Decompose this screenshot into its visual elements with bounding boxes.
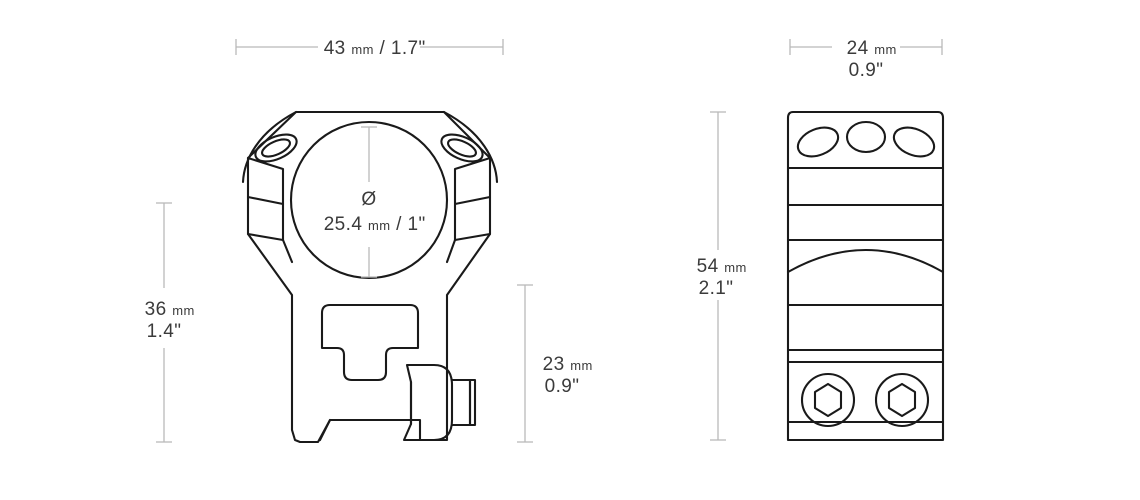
dim-front-width-unit: mm [351, 42, 373, 57]
dim-side-length-unit: mm [724, 260, 746, 275]
right-chamfer-lower-edge [445, 238, 457, 264]
dim-base-height-value: 23 [543, 354, 565, 375]
dim-height-label-metric: 36 mm [105, 299, 223, 320]
diameter-symbol: Ø [361, 189, 376, 210]
dim-side-width-label-metric: 24 mm [807, 38, 925, 59]
front-view [241, 110, 499, 444]
dim-base-height-label-imperial: 0.9" [545, 376, 580, 397]
side-view [786, 110, 945, 442]
dim-side-width-unit: mm [874, 42, 896, 57]
right-screw-recess-outer [440, 133, 484, 163]
hex-screw-right-outer [874, 372, 930, 428]
dim-bore-sep: / [390, 214, 407, 235]
dim-side-width-value: 24 [847, 38, 869, 59]
side-oval-center [845, 120, 887, 154]
dim-side-length-label-metric: 54 mm [657, 256, 775, 277]
dim-bore-imperial: 1" [408, 214, 426, 235]
dim-base-height-label-metric: 23 mm [503, 354, 621, 375]
dimension-labels: 43 mm / 1.7" Ø 25.4 mm / 1" 36 mm 1.4" 2… [105, 38, 925, 397]
left-chamfer-divider [246, 195, 285, 206]
dim-front-width-imperial: 1.7" [391, 38, 426, 59]
side-oval-left [796, 126, 840, 158]
dim-side-length-value: 54 [697, 256, 719, 277]
dim-bore-value: 25.4 [324, 214, 363, 235]
ring-wall-arc-left [241, 110, 298, 184]
bore-arc [786, 248, 945, 274]
dim-side-length-label-imperial: 2.1" [699, 278, 734, 299]
hex-screw-left-outer [800, 372, 856, 428]
clamp-nut-face [468, 378, 477, 427]
dim-height-unit: mm [172, 303, 194, 318]
hex-screw-right-socket [887, 382, 917, 418]
dim-front-width-value: 43 [324, 38, 346, 59]
side-oval-right [892, 126, 936, 158]
dovetail-notch [318, 418, 332, 442]
ring-wall-arc-right [442, 110, 499, 184]
clamp-lever-block [402, 363, 454, 442]
dim-front-width-label: 43 mm / 1.7" [284, 38, 454, 59]
dim-height-label-imperial: 1.4" [147, 321, 182, 342]
dim-bore-unit: mm [368, 218, 390, 233]
dim-bore-label: 25.4 mm / 1" [284, 214, 454, 235]
t-slot-cutout [320, 303, 420, 382]
right-screw-recess-inner [446, 138, 478, 158]
dim-front-width-sep: / [374, 38, 391, 59]
right-chamfer-divider [453, 195, 492, 206]
bore-circle [289, 120, 449, 280]
ring-body-outline [246, 110, 492, 444]
dim-side-width-label-imperial: 0.9" [849, 60, 884, 81]
side-body-outline [786, 110, 945, 442]
left-chamfer-lower-edge [281, 238, 294, 264]
dimension-lines [156, 39, 943, 443]
left-screw-recess-outer [254, 133, 298, 163]
left-screw-recess-inner [260, 138, 292, 158]
clamp-nut [450, 378, 472, 427]
hex-screw-left-socket [813, 382, 843, 418]
dim-base-height-unit: mm [570, 358, 592, 373]
dim-height-value: 36 [145, 299, 167, 320]
